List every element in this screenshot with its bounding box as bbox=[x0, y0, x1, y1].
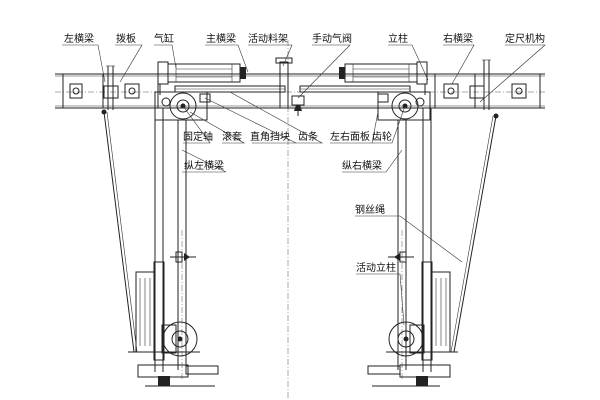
label-upright: 立柱 bbox=[388, 32, 408, 45]
label-manual-valve: 手动气阀 bbox=[312, 32, 352, 45]
label-pull-plate: 拨板 bbox=[116, 32, 136, 45]
left-upright bbox=[154, 108, 196, 380]
wire-rope-left bbox=[101, 109, 138, 353]
manual-valve bbox=[291, 95, 305, 116]
label-movable-rack: 活动料架 bbox=[248, 32, 288, 45]
left-air-cylinder bbox=[157, 61, 246, 95]
label-air-cylinder: 气缸 bbox=[154, 32, 174, 45]
label-fixed-shaft: 固定轴 bbox=[183, 130, 213, 143]
label-wire-rope: 钢丝绳 bbox=[355, 203, 385, 216]
main-cross-beam bbox=[174, 85, 411, 93]
label-right-cross-beam: 右横梁 bbox=[443, 32, 473, 45]
right-upright bbox=[388, 108, 432, 380]
wire-rope-right bbox=[450, 113, 499, 353]
right-air-cylinder bbox=[339, 61, 428, 95]
leader-lines bbox=[62, 44, 546, 326]
left-lower-drive bbox=[128, 261, 219, 387]
label-right-angle-block: 直角挡块 bbox=[250, 130, 290, 143]
labels: 左横梁 拨板 气缸 主横梁 活动料架 手动气阀 立柱 右横梁 定尺机构 固定轴 … bbox=[64, 32, 545, 274]
left-cross-beam bbox=[62, 65, 159, 110]
label-rack: 齿条 bbox=[298, 130, 318, 143]
right-lower-drive bbox=[367, 261, 458, 387]
label-left-cross-beam: 左横梁 bbox=[64, 32, 94, 45]
label-left-right-panel: 左右面板 bbox=[330, 130, 370, 143]
label-long-right-beam: 纵右横梁 bbox=[342, 159, 382, 172]
label-movable-upright: 活动立柱 bbox=[356, 261, 396, 274]
label-long-left-beam: 纵左横梁 bbox=[184, 159, 224, 172]
movable-rack bbox=[275, 57, 293, 109]
label-fixed-gauge: 定尺机构 bbox=[505, 32, 545, 45]
label-roller-sleeve: 滚套 bbox=[222, 130, 242, 143]
label-main-cross-beam: 主横梁 bbox=[206, 32, 236, 45]
right-cross-beam bbox=[434, 59, 541, 110]
label-gear: 齿轮 bbox=[372, 130, 392, 143]
